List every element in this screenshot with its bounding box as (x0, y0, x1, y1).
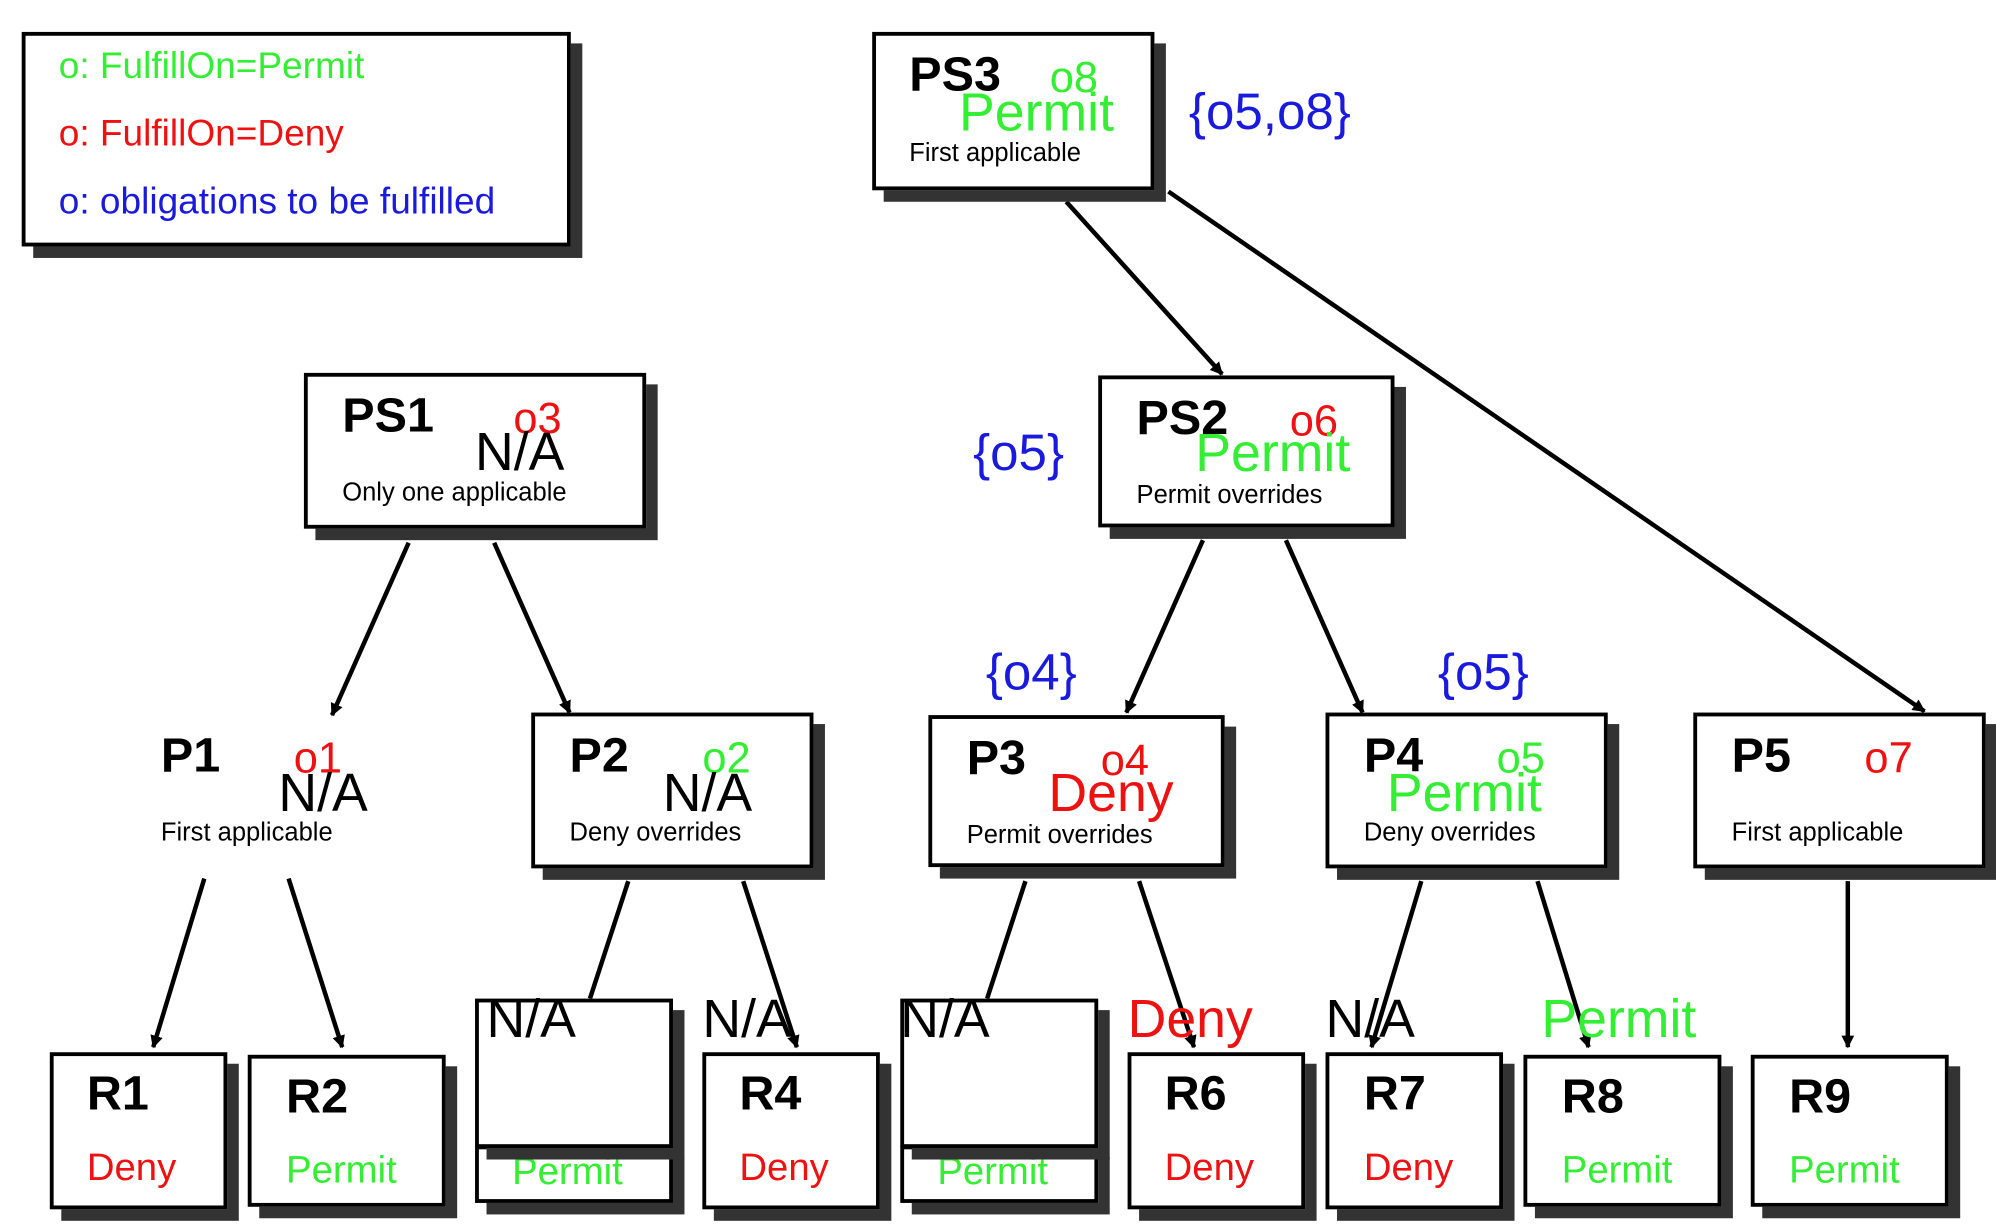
rule-r6 (1127, 1052, 1306, 1210)
ps2-fulfilled-set: {o5} (973, 425, 1065, 482)
ps3-fulfilled-set: {o5,o8} (1188, 84, 1351, 141)
edge-p4-r7 (1368, 880, 1424, 1049)
ps1-decision: N/A (475, 421, 565, 482)
policy-p2 (531, 712, 814, 869)
rule-r7 (1325, 1052, 1504, 1210)
policy-p3 (928, 715, 1225, 868)
p1-name: P1 (160, 729, 221, 783)
r7-decision: N/A (1325, 988, 1415, 1049)
ps3-name: PS3 (909, 48, 1001, 103)
rule-r2 (247, 1054, 446, 1207)
p1-algorithm: First applicable (160, 818, 333, 847)
p3-decision: Deny (1048, 762, 1174, 823)
ps1-algorithm: Only one applicable (342, 478, 567, 507)
policy-set-ps1 (303, 372, 647, 529)
r2-effect: Permit (286, 1149, 397, 1192)
p3-name: P3 (966, 731, 1027, 786)
ps2-name: PS2 (1136, 392, 1229, 446)
p1-obligation: o1 (293, 734, 343, 783)
r2-name: R2 (286, 1070, 349, 1124)
r8-effect: Permit (1561, 1149, 1673, 1192)
ps3-decision: Permit (959, 81, 1115, 142)
r1-effect: Deny (86, 1146, 177, 1189)
edge-p2-r3 (587, 880, 631, 1000)
edge-p1-r2 (286, 877, 345, 1049)
p5-obligation: o7 (1864, 734, 1913, 783)
r4-decision: N/A (702, 988, 792, 1049)
r8-decision: Permit (1541, 988, 1697, 1049)
r4-effect: Deny (739, 1146, 829, 1189)
p4-obligation: o5 (1496, 734, 1545, 783)
p4-fulfilled-set: {o5} (1437, 644, 1529, 702)
policy-set-ps2 (1098, 375, 1395, 528)
legend (21, 31, 571, 247)
edge-p4-r8 (1535, 880, 1592, 1049)
edge-p3-r6 (1136, 880, 1197, 1049)
r7-name: R7 (1363, 1067, 1426, 1122)
ps2-decision: Permit (1195, 422, 1351, 483)
edge-p3-r5 (984, 880, 1028, 1000)
edge-ps3-ps2 (1064, 200, 1224, 376)
edge-p1-r1 (150, 877, 207, 1049)
r3-decision: N/A (486, 988, 576, 1049)
p2-obligation: o2 (702, 734, 751, 783)
r7-effect: Deny (1363, 1146, 1454, 1189)
ps1-obligation: o3 (513, 394, 562, 444)
r5-decision: N/A (900, 988, 990, 1049)
edge-ps1-p2 (492, 541, 572, 714)
r3-effect: Permit (512, 1150, 623, 1193)
rule-r9 (1750, 1054, 1949, 1207)
rule-r3-overlay (475, 998, 673, 1149)
p5-algorithm: First applicable (1731, 818, 1904, 847)
r1-name: R1 (86, 1067, 149, 1122)
policy-p5 (1693, 712, 1986, 869)
legend-fulfilled-line: o: obligations to be fulfilled (58, 181, 496, 223)
rule-r5-overlay (900, 998, 1099, 1149)
p5-name: P5 (1731, 729, 1791, 783)
r6-effect: Deny (1164, 1146, 1255, 1189)
rule-r3 (475, 1145, 673, 1203)
p2-decision: N/A (662, 762, 753, 823)
p4-algorithm: Deny overrides (1363, 818, 1536, 847)
rule-r1 (49, 1052, 228, 1210)
r4-name: R4 (739, 1067, 802, 1122)
p1-decision: N/A (278, 762, 368, 823)
r6-name: R6 (1164, 1067, 1227, 1122)
p2-algorithm: Deny overrides (569, 818, 742, 847)
policy-set-ps3 (872, 31, 1155, 191)
ps2-obligation: o6 (1289, 397, 1339, 446)
edge-p2-r4 (741, 880, 800, 1049)
r5-effect: Permit (937, 1150, 1049, 1193)
p3-obligation: o4 (1100, 736, 1150, 786)
rule-r8 (1523, 1054, 1722, 1207)
policy-p4 (1325, 712, 1608, 869)
edge-ps3-p5 (1167, 189, 1926, 714)
p4-name: P4 (1363, 729, 1424, 783)
r8-name: R8 (1561, 1070, 1624, 1124)
legend-deny-line: o: FulfillOn=Deny (58, 113, 344, 155)
p4-decision: Permit (1386, 762, 1542, 823)
rule-r4 (702, 1052, 880, 1210)
r6-decision: Deny (1127, 988, 1253, 1049)
p2-name: P2 (569, 729, 629, 783)
r9-name: R9 (1789, 1070, 1852, 1124)
ps1-name: PS1 (342, 389, 434, 444)
p3-fulfilled-set: {o4} (985, 644, 1077, 702)
edge-ps2-p3 (1124, 539, 1205, 714)
r9-effect: Permit (1789, 1149, 1900, 1192)
ps3-obligation: o8 (1049, 53, 1099, 103)
p3-algorithm: Permit overrides (966, 821, 1153, 850)
ps3-algorithm: First applicable (909, 139, 1082, 168)
edge-ps2-p4 (1283, 539, 1365, 714)
legend-permit-line: o: FulfillOn=Permit (58, 45, 365, 87)
ps2-algorithm: Permit overrides (1136, 481, 1323, 510)
edge-ps1-p1 (329, 541, 411, 717)
